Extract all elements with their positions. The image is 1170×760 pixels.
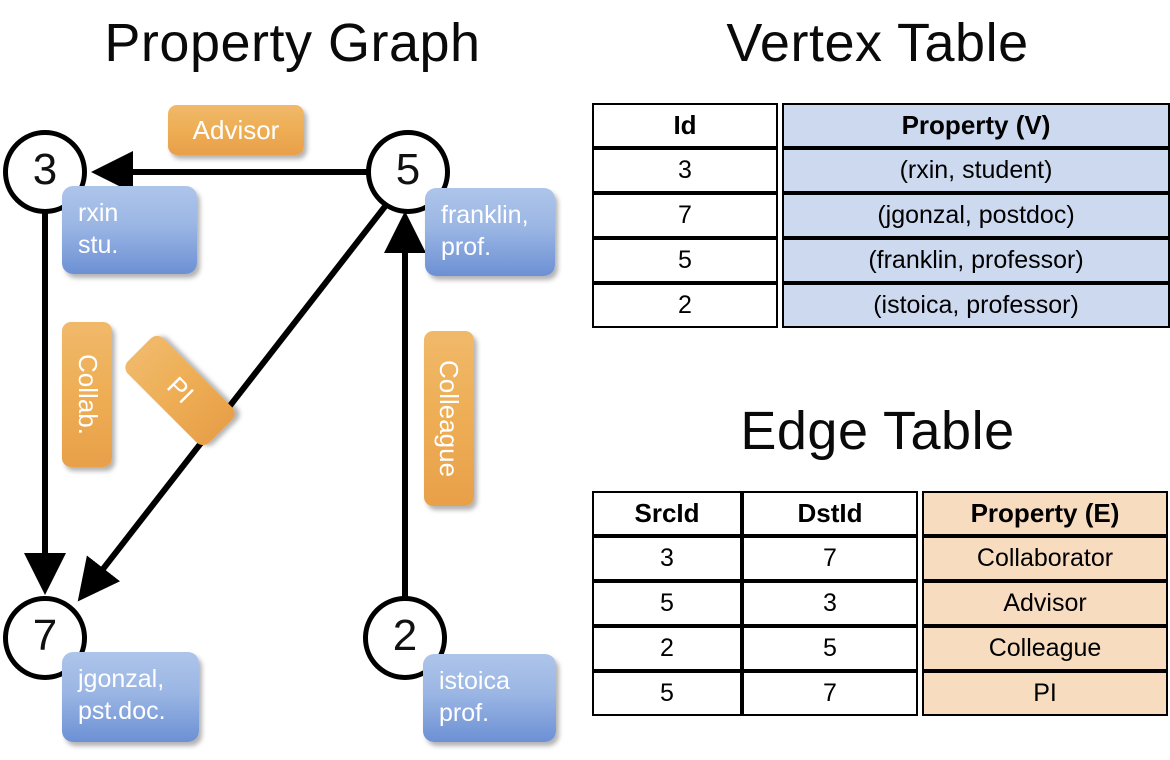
vertex-table-header-row: Id Property (V) bbox=[592, 103, 1170, 148]
edge-row-2-dst: 5 bbox=[742, 626, 918, 671]
vertex-table-column-gap bbox=[778, 148, 782, 193]
vertex-table-header-id: Id bbox=[592, 103, 778, 148]
edge-row-3-dst: 7 bbox=[742, 671, 918, 716]
edge-label-advisor-text: Advisor bbox=[192, 114, 280, 145]
edge-table-header-dstid: DstId bbox=[742, 491, 918, 536]
edge-label-collab[interactable]: Collab. bbox=[62, 322, 112, 467]
vertex-row-1-property: (jgonzal, postdoc) bbox=[782, 193, 1170, 238]
vertex-property-rxin-line2: stu. bbox=[78, 231, 119, 259]
edge-label-advisor[interactable]: Advisor bbox=[168, 105, 304, 155]
edge-row-0-property: Collaborator bbox=[922, 536, 1168, 581]
edge-row-1-dst: 3 bbox=[742, 581, 918, 626]
vertex-table-column-gap bbox=[778, 103, 782, 148]
vertex-property-box-franklin[interactable]: franklin, prof. bbox=[425, 188, 555, 276]
vertex-table-header-property: Property (V) bbox=[782, 103, 1170, 148]
edge-line-5-to-7 bbox=[77, 198, 393, 602]
graph-vertex-2-id: 2 bbox=[392, 611, 418, 660]
vertex-property-franklin-line2: prof. bbox=[441, 233, 492, 261]
page-title-edge-table: Edge Table bbox=[740, 401, 1015, 461]
table-row[interactable]: 3 7 Collaborator bbox=[592, 536, 1168, 581]
edge-table: SrcId DstId Property (E) 3 7 Collaborato… bbox=[592, 491, 1168, 716]
vertex-property-istoica-line1: istoica bbox=[439, 667, 510, 695]
edge-label-collab-text: Collab. bbox=[72, 354, 103, 435]
vertex-property-jgonzal-line1: jgonzal, bbox=[78, 665, 165, 693]
table-row[interactable]: 2 (istoica, professor) bbox=[592, 283, 1170, 328]
graph-edge-lines bbox=[24, 151, 426, 602]
vertex-row-3-id: 2 bbox=[592, 283, 778, 328]
vertex-row-3-property: (istoica, professor) bbox=[782, 283, 1170, 328]
table-row[interactable]: 5 (franklin, professor) bbox=[592, 238, 1170, 283]
edge-label-colleague-text: Colleague bbox=[434, 359, 465, 478]
edge-label-pi-text: PI bbox=[161, 370, 200, 410]
vertex-row-1-id: 7 bbox=[592, 193, 778, 238]
edge-row-1-property: Advisor bbox=[922, 581, 1168, 626]
vertex-table-column-gap bbox=[778, 193, 782, 238]
edge-row-2-src: 2 bbox=[592, 626, 742, 671]
vertex-property-franklin-line1: franklin, bbox=[441, 201, 529, 229]
vertex-property-box-jgonzal[interactable]: jgonzal, pst.doc. bbox=[62, 652, 199, 742]
table-row[interactable]: 5 3 Advisor bbox=[592, 581, 1168, 626]
vertex-row-0-property: (rxin, student) bbox=[782, 148, 1170, 193]
property-graph-diagram: 3 5 7 2 rxin stu. franklin, prof. jgonza… bbox=[3, 105, 556, 742]
vertex-table-column-gap bbox=[778, 283, 782, 328]
edge-table-header-row: SrcId DstId Property (E) bbox=[592, 491, 1168, 536]
page-title-vertex-table: Vertex Table bbox=[726, 13, 1029, 73]
table-row[interactable]: 3 (rxin, student) bbox=[592, 148, 1170, 193]
edge-row-0-dst: 7 bbox=[742, 536, 918, 581]
vertex-row-0-id: 3 bbox=[592, 148, 778, 193]
vertex-property-box-istoica[interactable]: istoica prof. bbox=[423, 654, 556, 742]
edge-row-3-property: PI bbox=[922, 671, 1168, 716]
vertex-table: Id Property (V) 3 (rxin, student) 7 (jgo… bbox=[592, 103, 1170, 328]
edge-table-column-gap bbox=[918, 536, 922, 581]
edge-table-header-srcid: SrcId bbox=[592, 491, 742, 536]
vertex-table-column-gap bbox=[778, 238, 782, 283]
edge-table-column-gap bbox=[918, 626, 922, 671]
edge-table-header-property: Property (E) bbox=[922, 491, 1168, 536]
vertex-property-rxin-line1: rxin bbox=[78, 199, 119, 227]
edge-row-1-src: 5 bbox=[592, 581, 742, 626]
vertex-property-jgonzal-line2: pst.doc. bbox=[78, 697, 166, 725]
vertex-row-2-property: (franklin, professor) bbox=[782, 238, 1170, 283]
page-title-property-graph: Property Graph bbox=[104, 13, 481, 73]
graph-vertex-5-id: 5 bbox=[395, 145, 421, 194]
vertex-property-box-rxin[interactable]: rxin stu. bbox=[62, 186, 197, 274]
graph-vertex-7-id: 7 bbox=[32, 611, 58, 660]
vertex-property-istoica-line2: prof. bbox=[439, 699, 490, 727]
table-row[interactable]: 5 7 PI bbox=[592, 671, 1168, 716]
graph-vertex-2[interactable]: 2 bbox=[363, 596, 447, 680]
graph-vertex-3-id: 3 bbox=[32, 145, 58, 194]
table-row[interactable]: 2 5 Colleague bbox=[592, 626, 1168, 671]
edge-row-0-src: 3 bbox=[592, 536, 742, 581]
edge-table-column-gap bbox=[918, 491, 922, 536]
edge-row-3-src: 5 bbox=[592, 671, 742, 716]
table-row[interactable]: 7 (jgonzal, postdoc) bbox=[592, 193, 1170, 238]
edge-label-colleague[interactable]: Colleague bbox=[424, 331, 474, 506]
edge-row-2-property: Colleague bbox=[922, 626, 1168, 671]
edge-table-column-gap bbox=[918, 671, 922, 716]
edge-table-column-gap bbox=[918, 581, 922, 626]
vertex-row-2-id: 5 bbox=[592, 238, 778, 283]
